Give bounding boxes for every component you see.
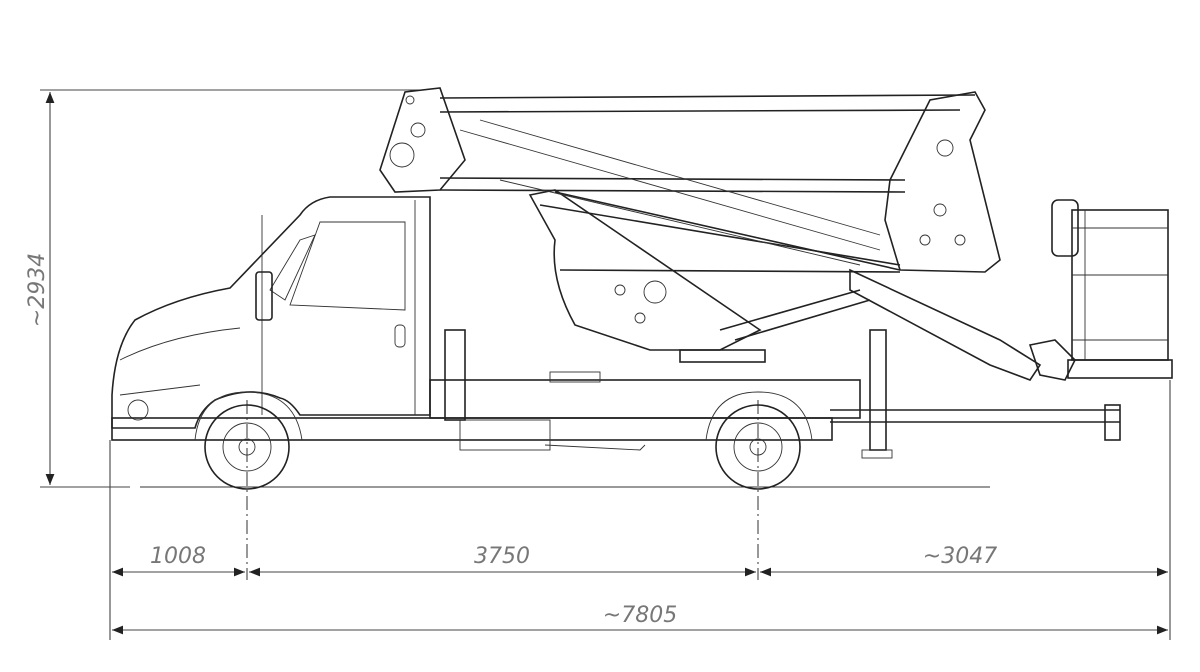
dimension-height: ~2934 (25, 89, 420, 488)
vent-window (269, 234, 316, 301)
rear-wheel (705, 391, 813, 490)
rear-step (1104, 404, 1121, 441)
dimension-row-1: 1008 3750 ~3047 (112, 544, 1168, 577)
rear-outrigger (869, 329, 887, 451)
dimension-row-2: ~7805 (112, 603, 1168, 635)
jib-arm (849, 268, 1042, 381)
work-basket (1051, 199, 1173, 379)
boom-left-plate (379, 87, 466, 193)
turntable (679, 349, 766, 363)
fuel-tank (459, 419, 551, 451)
door-handle (394, 324, 406, 348)
height-label: ~2934 (25, 253, 50, 327)
side-window (289, 221, 406, 311)
front-overhang-label: 1008 (150, 544, 206, 569)
rear-overhang-label: ~3047 (923, 544, 997, 569)
wheelbase-label: 3750 (474, 544, 530, 569)
front-outrigger (444, 329, 466, 421)
dimension-extension-lines (109, 380, 1171, 640)
front-wheel (194, 391, 303, 490)
overall-length-label: ~7805 (603, 603, 677, 628)
platform-rotator (1028, 339, 1076, 381)
aerial-boom (379, 87, 1076, 381)
basket-control-box (1051, 199, 1079, 257)
truck-cab (111, 196, 431, 429)
chassis (111, 329, 1121, 459)
mirror (255, 271, 273, 321)
boom-right-plate (884, 91, 1001, 273)
headlight (127, 399, 149, 421)
